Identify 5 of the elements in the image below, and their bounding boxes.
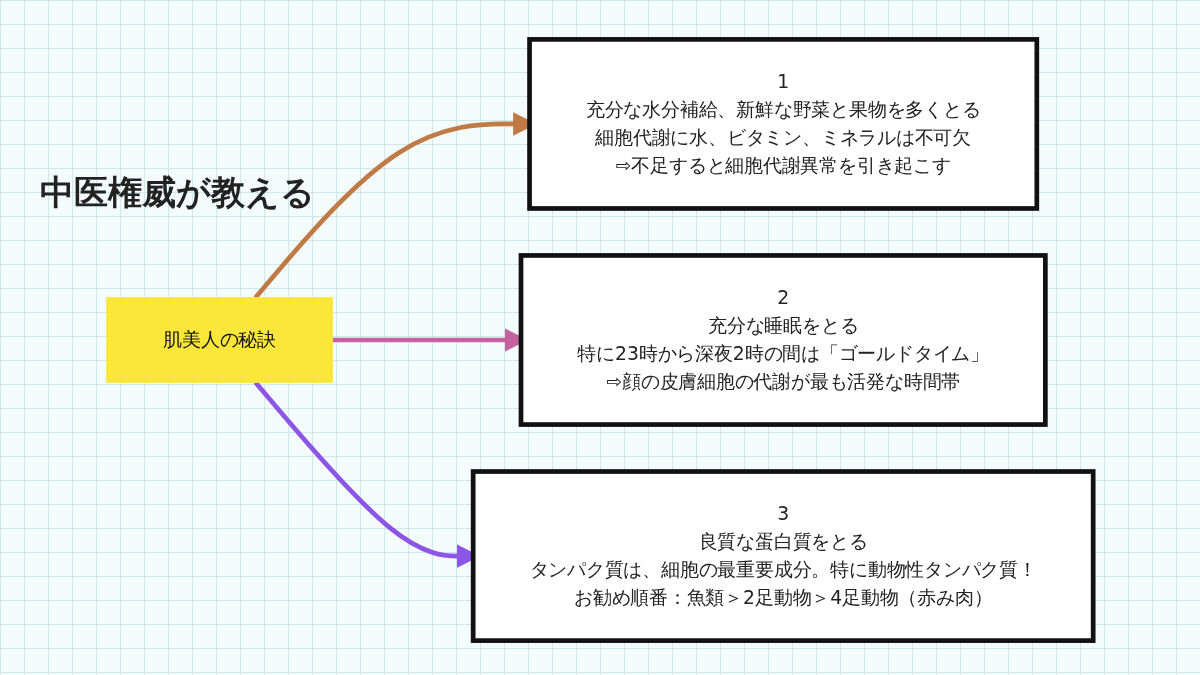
node-box: 2 充分な睡眠をとる 特に23時から深夜2時の間は「ゴールドタイム」 ⇨顔の皮膚細胞の代謝が最も活発な時間帯 [518,253,1048,427]
node-box: 肌美人の秘訣 [106,297,333,383]
node-box: 1 充分な水分補給、新鮮な野菜と果物を多くとる 細胞代謝に水、ビタミン、ミネラルは不可欠 ⇨不足すると細胞代謝異常を引き起こす [527,37,1040,211]
title: 中医権威が教える [40,171,315,214]
node-box: 3 良質な蛋白質をとる タンパク質は、細胞の最重要成分。特に動物性タンパク質！ お勧め順番：魚類＞2足動物＞4足動物（赤み肉） [470,469,1096,643]
